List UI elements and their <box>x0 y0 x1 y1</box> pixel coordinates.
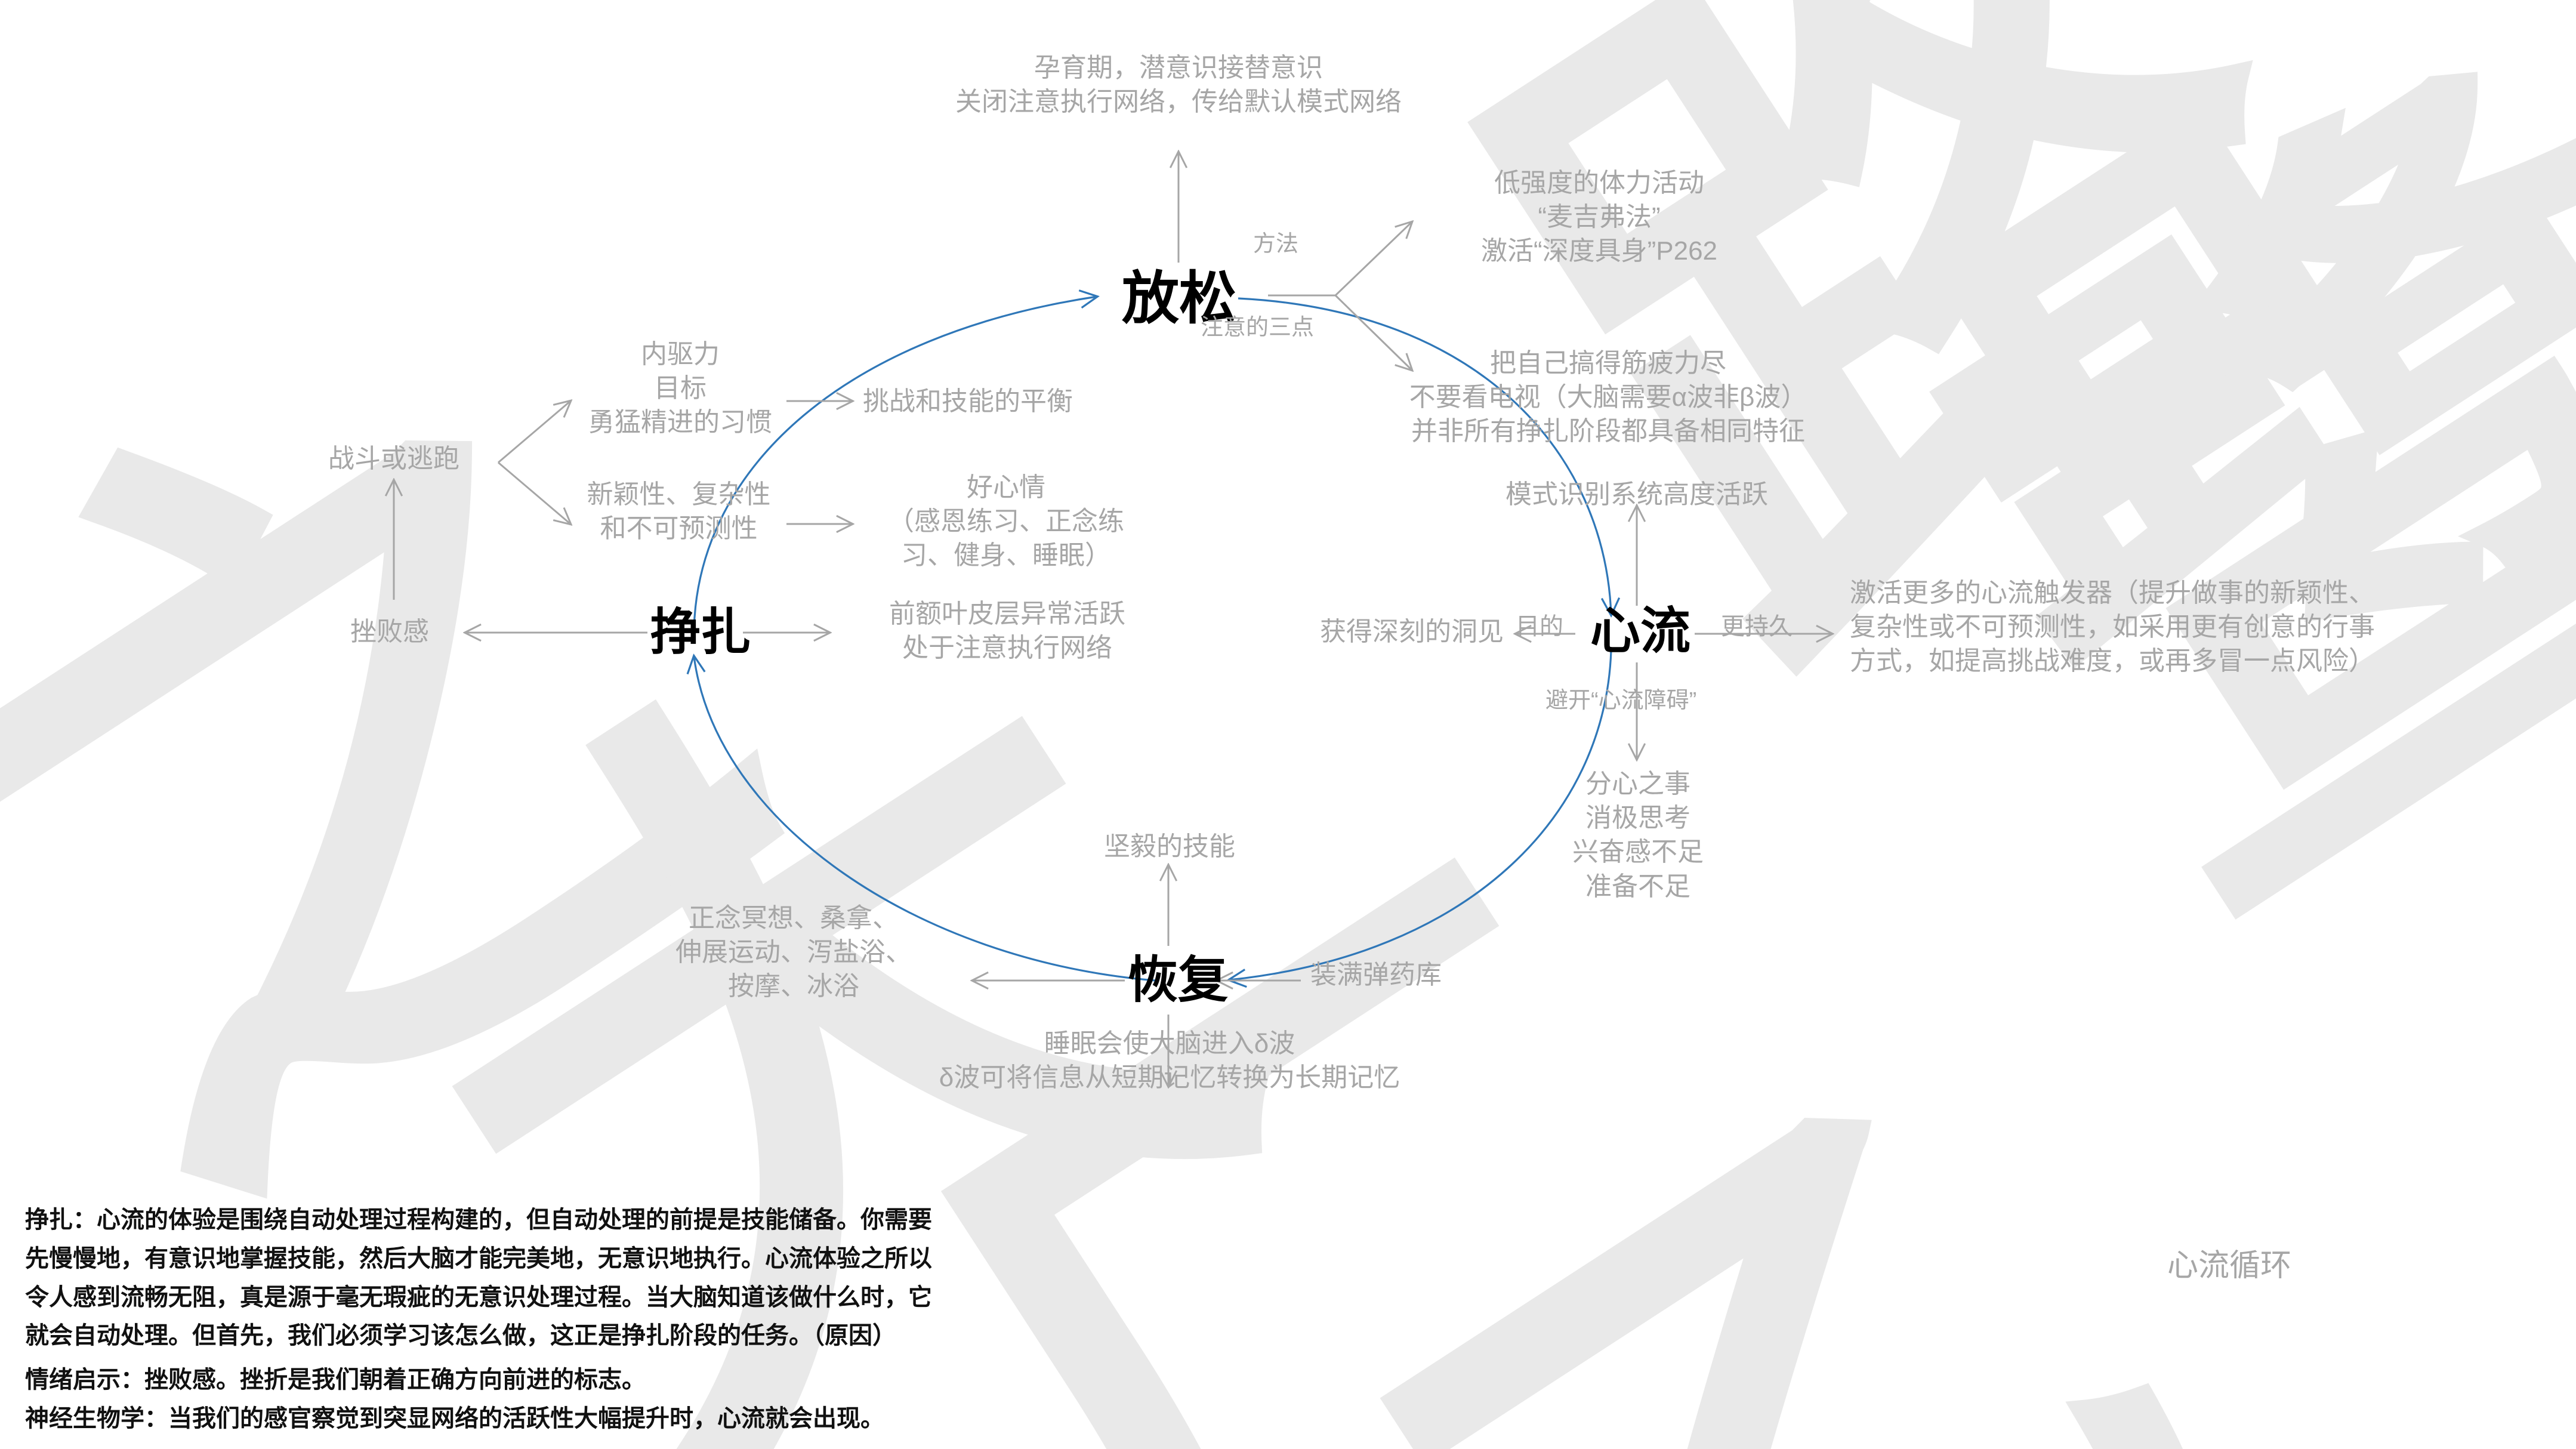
node-struggle[interactable]: 挣扎 <box>650 604 751 660</box>
annotation-pattern-recognition: 模式识别系统高度活跃 <box>1506 480 1768 509</box>
edge-label-avoid-flow-blockers: 避开“心流障碍” <box>1545 688 1697 713</box>
annotation-deep-insight: 获得深刻的洞见 <box>1320 617 1504 646</box>
footnote-struggle: 挣扎：心流的体验是围绕自动处理过程构建的，但自动处理的前提是技能储备。你需要 先… <box>25 1207 932 1349</box>
footnote-neurobiology: 神经生物学：当我们的感官察觉到突显网络的活跃性大幅提升时，心流就会出现。 <box>25 1405 884 1432</box>
annotation-challenge-skill-balance: 挑战和技能的平衡 <box>863 387 1073 416</box>
edge-label-more-lasting: 更持久 <box>1721 613 1793 640</box>
annotation-good-mood: 好心情 （感恩练习、正念练 习、健身、睡眠） <box>888 473 1124 571</box>
annotation-sleep-delta-wave: 睡眠会使大脑进入δ波 δ波可将信息从短期记忆转换为长期记忆 <box>939 1029 1400 1093</box>
edge-label-method: 方法 <box>1253 232 1299 257</box>
annotation-struggle-novelty: 新颖性、复杂性 和不可预测性 <box>587 480 771 544</box>
annotation-full-ammo: 装满弹药库 <box>1310 960 1442 989</box>
annotation-grit-skill: 坚毅的技能 <box>1104 832 1235 861</box>
node-relax[interactable]: 放松 <box>1122 267 1236 331</box>
node-recovery[interactable]: 恢复 <box>1128 952 1229 1008</box>
annotation-relax-incubation: 孕育期，潜意识接替意识 关闭注意执行网络，传给默认模式网络 <box>955 53 1402 117</box>
edge-label-purpose: 目的 <box>1516 613 1563 640</box>
annotation-fight-or-flight: 战斗或逃跑 <box>328 444 459 473</box>
annotation-relax-method: 低强度的体力活动 “麦吉弗法” 激活“深度具身”P262 <box>1480 168 1718 266</box>
node-flow[interactable]: 心流 <box>1590 603 1691 659</box>
footnote-emotion: 情绪启示：挫败感。挫折是我们朝着正确方向前进的标志。 <box>25 1367 646 1393</box>
annotation-struggle-drivers: 内驱力 目标 勇猛精进的习惯 <box>588 340 772 437</box>
annotation-relax-three-points: 把自己搞得筋疲力尽 不要看电视（大脑需要α波非β波） 并非所有挣扎阶段都具备相同… <box>1409 349 1807 446</box>
annotation-flow-triggers: 激活更多的心流触发器（提升做事的新颖性、 复杂性或不可预测性，如采用更有创意的行… <box>1850 578 2375 676</box>
annotation-recovery-methods: 正念冥想、桑拿、 伸展运动、泻盐浴、 按摩、冰浴 <box>675 904 912 1001</box>
diagram-caption: 心流循环 <box>2167 1248 2292 1283</box>
annotation-prefrontal-cortex: 前额叶皮层异常活跃 处于注意执行网络 <box>889 599 1125 663</box>
annotation-flow-blockers: 分心之事 消极思考 兴奋感不足 准备不足 <box>1572 769 1704 901</box>
edge-label-three-points: 注意的三点 <box>1201 315 1315 340</box>
annotation-frustration: 挫败感 <box>350 617 429 646</box>
